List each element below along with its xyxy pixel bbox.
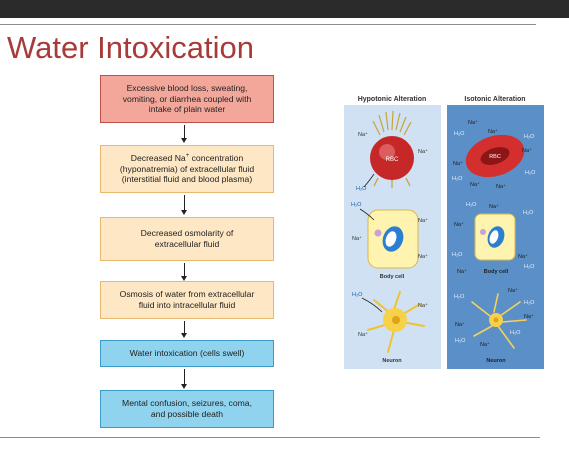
hyponatremia-text-rest: concentration (hyponatremia) of extracel… bbox=[119, 152, 255, 185]
flow-step-cause: Excessive blood loss, sweating, vomiting… bbox=[100, 75, 274, 123]
sodium-ion: Na⁺ bbox=[480, 341, 490, 348]
water-molecule: H₂O bbox=[466, 202, 477, 208]
sodium-ion: Na⁺ bbox=[518, 253, 528, 260]
sodium-ion: Na⁺ bbox=[470, 181, 480, 188]
hypotonic-header: Hypotonic Alteration bbox=[358, 96, 427, 103]
sodium-ion: Na⁺ bbox=[454, 221, 464, 228]
neuron-swollen bbox=[367, 291, 425, 353]
water-molecule: H₂O bbox=[356, 186, 367, 192]
body-cell-label: Body cell bbox=[484, 269, 509, 275]
sodium-ion: Na⁺ bbox=[496, 183, 506, 190]
flow-step-outcome: Mental confusion, seizures, coma, and po… bbox=[100, 390, 274, 428]
water-molecule: H₂O bbox=[454, 131, 465, 137]
water-molecule: H₂O bbox=[455, 338, 466, 344]
sodium-ion: Na⁺ bbox=[489, 203, 499, 210]
rbc-label: RBC bbox=[386, 157, 399, 163]
body-cell-swollen bbox=[367, 209, 419, 269]
rbc-label: RBC bbox=[489, 154, 501, 160]
slide-title: Water Intoxication bbox=[7, 30, 254, 65]
isotonic-header: Isotonic Alteration bbox=[464, 96, 525, 103]
top-bar bbox=[0, 0, 569, 18]
neuron-label: Neuron bbox=[486, 358, 506, 364]
flow-step-cause-text: Excessive blood loss, sweating, vomiting… bbox=[122, 82, 252, 115]
rbc-swollen: RBC bbox=[370, 110, 414, 188]
sodium-ion: Na⁺ bbox=[418, 253, 428, 260]
flow-arrow bbox=[181, 369, 187, 389]
water-molecule: H₂O bbox=[524, 300, 535, 306]
sodium-ion: Na⁺ bbox=[453, 160, 463, 167]
flow-step-water-intoxication-text: Water intoxication (cells swell) bbox=[129, 348, 245, 359]
sodium-ion: Na⁺ bbox=[508, 287, 518, 294]
flow-step-osmosis: Osmosis of water from extracellular flui… bbox=[100, 281, 274, 319]
cell-illustration: Hypotonic Alteration Isotonic Alteration… bbox=[344, 90, 544, 372]
top-divider bbox=[0, 24, 536, 25]
water-molecule: H₂O bbox=[510, 330, 521, 336]
sodium-ion: Na⁺ bbox=[524, 313, 534, 320]
water-molecule: H₂O bbox=[524, 134, 535, 140]
body-cell-label: Body cell bbox=[380, 274, 405, 280]
water-molecule: H₂O bbox=[454, 294, 465, 300]
neuron-label: Neuron bbox=[382, 358, 402, 364]
flow-step-osmosis-text: Osmosis of water from extracellular flui… bbox=[119, 289, 255, 310]
water-molecule: H₂O bbox=[351, 202, 362, 208]
flow-step-osmolarity: Decreased osmolarity of extracellular fl… bbox=[100, 217, 274, 261]
sodium-ion: Na⁺ bbox=[358, 131, 368, 138]
flow-arrow bbox=[181, 195, 187, 215]
sodium-ion: Na⁺ bbox=[418, 302, 428, 309]
sodium-ion: Na⁺ bbox=[352, 235, 362, 242]
sodium-ion: Na⁺ bbox=[455, 321, 465, 328]
flow-step-water-intoxication: Water intoxication (cells swell) bbox=[100, 340, 274, 367]
water-molecule: H₂O bbox=[452, 252, 463, 258]
flow-arrow bbox=[181, 263, 187, 281]
water-molecule: H₂O bbox=[452, 176, 463, 182]
sodium-ion: Na⁺ bbox=[522, 147, 532, 154]
neuron-normal bbox=[471, 293, 527, 349]
flow-step-hyponatremia: Decreased Na+ concentration (hyponatremi… bbox=[100, 145, 274, 193]
water-molecule: H₂O bbox=[525, 170, 536, 176]
sodium-charge-superscript: + bbox=[185, 153, 190, 160]
flow-step-osmolarity-text: Decreased osmolarity of extracellular fl… bbox=[140, 228, 234, 249]
water-molecule: H₂O bbox=[524, 264, 535, 270]
sodium-ion: Na⁺ bbox=[457, 268, 467, 275]
sodium-ion: Na⁺ bbox=[418, 217, 428, 224]
bottom-divider bbox=[0, 437, 540, 438]
flow-step-outcome-text: Mental confusion, seizures, coma, and po… bbox=[122, 398, 252, 419]
rbc-normal: RBC bbox=[465, 134, 525, 178]
sodium-ion: Na⁺ bbox=[468, 119, 478, 126]
hyponatremia-text-start: Decreased Na bbox=[130, 152, 186, 163]
flow-arrow bbox=[181, 321, 187, 338]
flow-arrow bbox=[181, 125, 187, 143]
sodium-ion: Na⁺ bbox=[418, 148, 428, 155]
water-molecule: H₂O bbox=[352, 292, 363, 298]
body-cell-normal bbox=[474, 213, 516, 261]
cell-illustration-svg: Hypotonic Alteration Isotonic Alteration… bbox=[344, 96, 544, 369]
sodium-ion: Na⁺ bbox=[488, 128, 498, 135]
flow-step-hyponatremia-text: Decreased Na+ concentration (hyponatremi… bbox=[120, 153, 254, 185]
sodium-ion: Na⁺ bbox=[358, 331, 368, 338]
water-molecule: H₂O bbox=[523, 210, 534, 216]
